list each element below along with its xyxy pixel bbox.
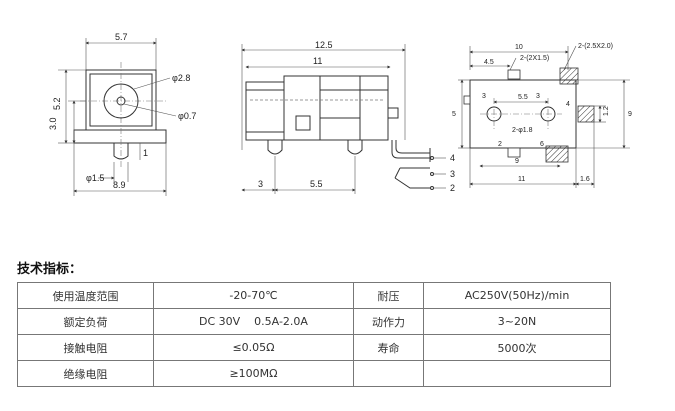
table-row: 绝缘电阻 ≥100MΩ xyxy=(17,360,611,387)
dim-front-d-inner: φ0.7 xyxy=(178,111,196,121)
dim-pcb-1-6: 1.6 xyxy=(580,176,590,183)
spec-label-withstand-voltage: 耐压 xyxy=(353,282,424,309)
dim-pcb-3: 3 xyxy=(482,93,486,100)
dim-pcb-2-5x2: 2-(2.5X2.0) xyxy=(578,43,613,50)
dim-pcb-6: 6 xyxy=(540,141,544,148)
spec-value-life: 5000次 xyxy=(423,334,611,361)
dim-pcb-10: 10 xyxy=(515,44,523,51)
pin-label-3: 3 xyxy=(450,169,455,179)
dim-front-base: 8.9 xyxy=(113,180,126,190)
dim-front-height2: 3.0 xyxy=(48,117,58,130)
dim-pcb-hole: 2-φ1.8 xyxy=(512,127,533,134)
dim-side-pin-spacing: 5.5 xyxy=(310,179,323,189)
pin-label-2: 2 xyxy=(450,183,455,193)
dim-pcb-1-2: 1.2 xyxy=(603,106,610,116)
spec-heading: 技术指标： xyxy=(17,262,83,277)
spec-value-actuation-force: 3~20N xyxy=(423,308,611,335)
spec-value-insulation-resistance: ≥100MΩ xyxy=(153,360,354,387)
spec-label-rated-load: 额定负荷 xyxy=(17,308,154,335)
spec-label-contact-resistance: 接触电阻 xyxy=(17,334,154,361)
dim-pcb-4-5: 4.5 xyxy=(484,59,494,66)
dim-pcb-3b: 3 xyxy=(536,93,540,100)
spec-label-insulation-resistance: 绝缘电阻 xyxy=(17,360,154,387)
dim-front-d-pin: φ1.5 xyxy=(86,173,104,183)
pcb-layout: 10 4.5 2-(2X1.5) 2-(2.5X2.0) 3 5.5 4 2-φ… xyxy=(452,43,632,188)
table-row: 额定负荷 DC 30V 0.5A-2.0A 动作力 3~20N xyxy=(17,308,611,335)
dim-side-body: 11 xyxy=(313,56,322,66)
dim-pcb-4: 4 xyxy=(566,101,570,108)
dim-pcb-2: 2 xyxy=(498,141,502,148)
spec-label-actuation-force: 动作力 xyxy=(353,308,424,335)
spec-label-temperature: 使用温度范围 xyxy=(17,282,154,309)
spec-value-contact-resistance: ≤0.05Ω xyxy=(153,334,354,361)
dim-front-height: 5.2 xyxy=(52,97,62,110)
dim-front-width: 5.7 xyxy=(115,32,128,42)
dim-pcb-9-bottom: 9 xyxy=(515,158,519,165)
spec-label-life: 寿命 xyxy=(353,334,424,361)
table-row: 接触电阻 ≤0.05Ω 寿命 5000次 xyxy=(17,334,611,361)
dim-pcb-2x1-5: 2-(2X1.5) xyxy=(520,55,549,62)
pin-label-4: 4 xyxy=(450,153,455,163)
spec-empty-cell xyxy=(423,360,611,387)
dim-pcb-5-5: 5.5 xyxy=(518,94,528,101)
table-row: 使用温度范围 -20-70℃ 耐压 AC250V(50Hz)/min xyxy=(17,282,611,309)
dim-side-pin-offset: 3 xyxy=(258,179,263,189)
technical-drawing: 5.7 φ2.8 φ0.7 5.2 3.0 1 φ1.5 xyxy=(48,32,632,196)
dim-side-total: 12.5 xyxy=(315,40,333,50)
spec-value-rated-load: DC 30V 0.5A-2.0A xyxy=(153,308,354,335)
front-view: 5.7 φ2.8 φ0.7 5.2 3.0 1 φ1.5 xyxy=(48,32,196,196)
spec-value-temperature: -20-70℃ xyxy=(153,282,354,309)
dim-pcb-5: 5 xyxy=(452,111,456,118)
dim-front-gap: 1 xyxy=(143,148,148,158)
spec-value-withstand-voltage: AC250V(50Hz)/min xyxy=(423,282,611,309)
dim-pcb-9-right: 9 xyxy=(628,111,632,118)
spec-table: 使用温度范围 -20-70℃ 耐压 AC250V(50Hz)/min 额定负荷 … xyxy=(17,282,611,387)
spec-empty-cell xyxy=(353,360,424,387)
dim-pcb-11: 11 xyxy=(518,176,525,183)
dim-front-d-outer: φ2.8 xyxy=(172,73,190,83)
side-view: 12.5 11 4 3 2 xyxy=(241,40,455,194)
